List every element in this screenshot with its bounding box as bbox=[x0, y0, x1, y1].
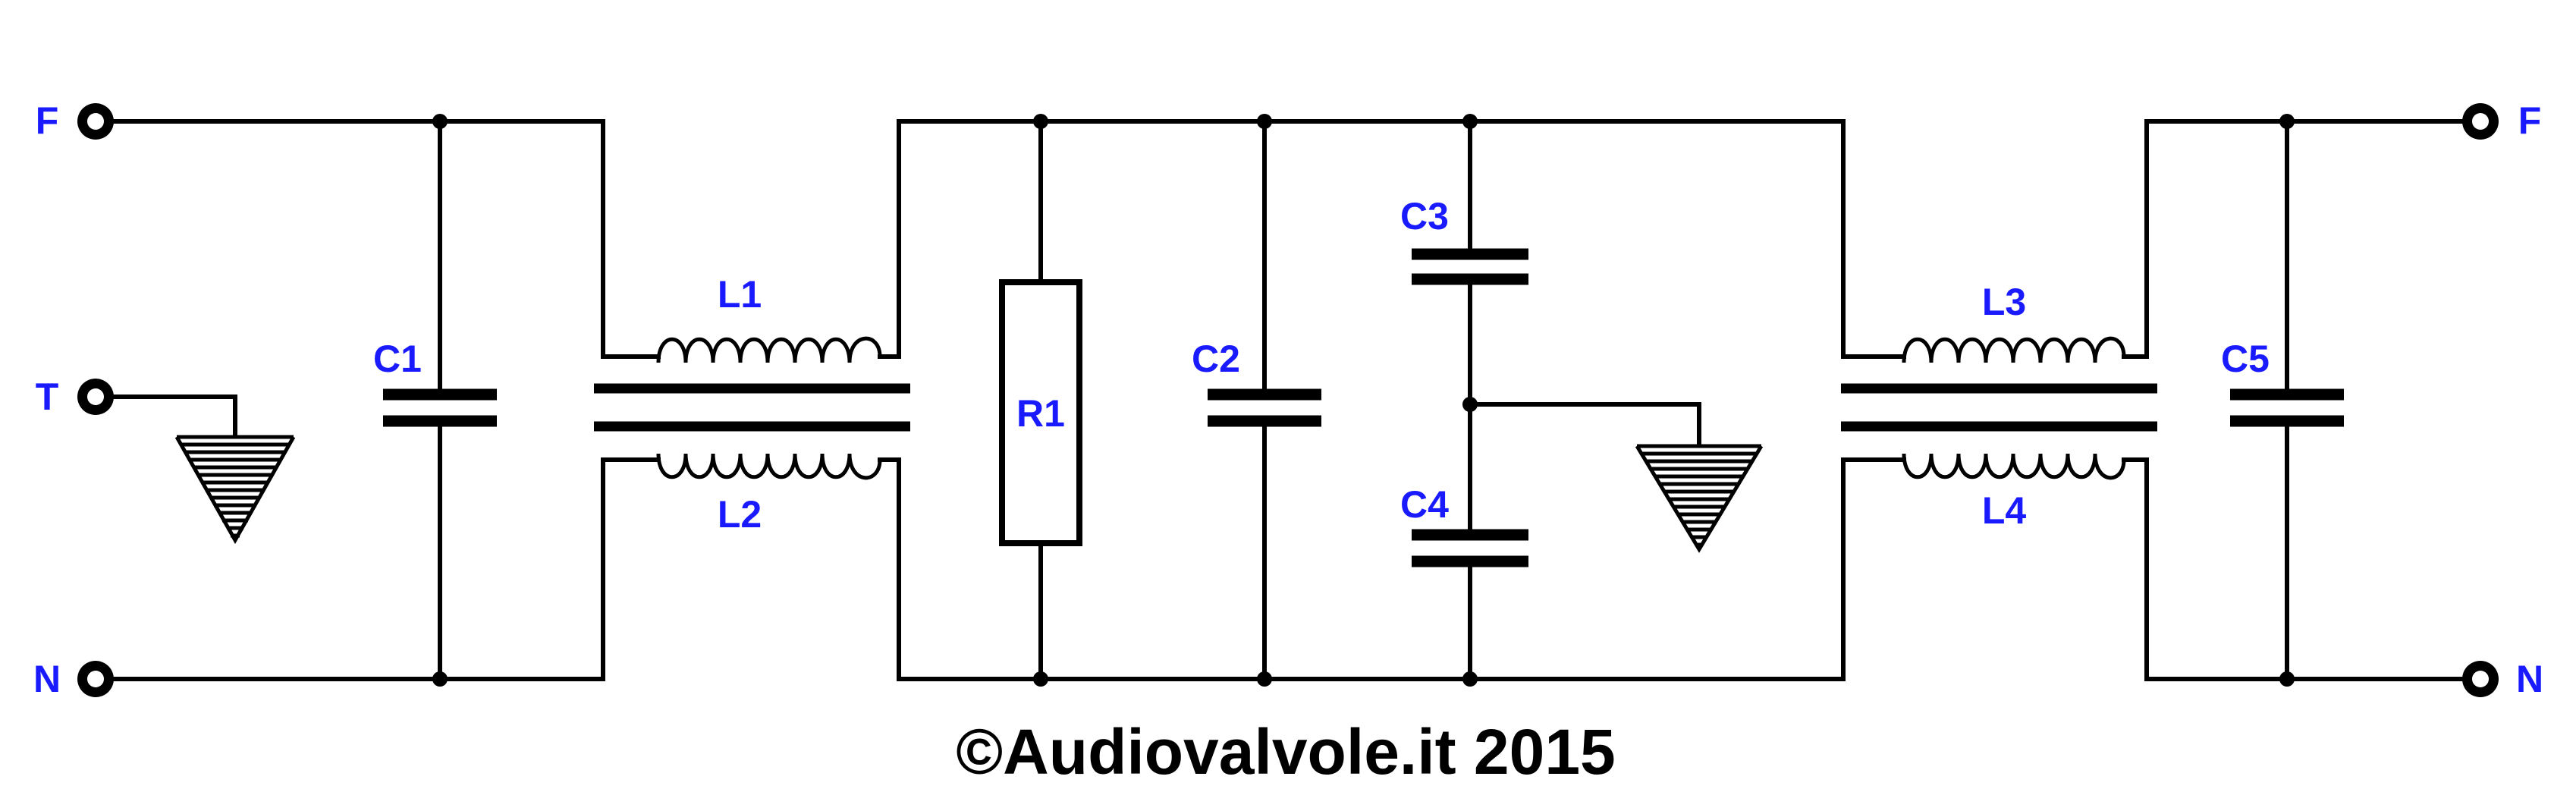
common-mode-choke-1 bbox=[594, 119, 910, 681]
junction-dot bbox=[2279, 671, 2295, 687]
labels: F T N F N C1 L1 L2 R1 C2 C3 C4 L3 L4 C5 bbox=[33, 99, 2543, 700]
terminal-right-n bbox=[2462, 661, 2499, 697]
terminal-label-right-n: N bbox=[2516, 658, 2543, 700]
choke-core-1 bbox=[594, 383, 910, 432]
inductor-l2 bbox=[656, 453, 882, 480]
junction-dot bbox=[1462, 671, 1478, 687]
junction-dot bbox=[432, 671, 448, 687]
wire-l4-leads bbox=[1841, 457, 2149, 681]
resistor-r1 bbox=[999, 279, 1082, 546]
label-l2: L2 bbox=[718, 493, 762, 536]
capacitor-c4 bbox=[1412, 529, 1528, 567]
junction-dot bbox=[1257, 114, 1272, 129]
label-c4: C4 bbox=[1400, 483, 1449, 526]
label-l4: L4 bbox=[1982, 489, 2027, 532]
label-l3: L3 bbox=[1982, 281, 2026, 323]
capacitor-c5 bbox=[2230, 388, 2344, 427]
junction-dot bbox=[432, 114, 448, 129]
ground-symbol-mid bbox=[1635, 444, 1764, 553]
inductor-l4 bbox=[1902, 453, 2126, 480]
label-c3: C3 bbox=[1400, 195, 1449, 237]
label-l1: L1 bbox=[718, 273, 762, 316]
wire-mid-ground bbox=[1468, 402, 1701, 448]
junction-dot bbox=[1033, 114, 1048, 129]
wire-left-t-ground bbox=[93, 394, 237, 439]
capacitor-c1 bbox=[383, 388, 497, 427]
junction-dot bbox=[1462, 114, 1478, 129]
left-input-section bbox=[93, 114, 628, 687]
junction-dot bbox=[1257, 671, 1272, 687]
label-c5: C5 bbox=[2221, 338, 2270, 380]
common-mode-choke-2 bbox=[1841, 119, 2157, 681]
wire-l3-leads bbox=[1841, 119, 2149, 359]
label-r1: R1 bbox=[1016, 392, 1065, 435]
junction-dot bbox=[1462, 397, 1478, 412]
terminal-label-left-t: T bbox=[36, 376, 59, 418]
label-c2: C2 bbox=[1192, 338, 1240, 380]
junction-dot bbox=[1033, 671, 1048, 687]
terminal-label-left-f: F bbox=[36, 99, 59, 142]
copyright-text: ©Audiovalvole.it 2015 bbox=[956, 716, 1616, 787]
wire-left-n-bottom bbox=[93, 457, 628, 681]
terminal-label-left-n: N bbox=[33, 658, 61, 700]
ground-symbol-left bbox=[174, 435, 296, 545]
wire-l1-leads bbox=[624, 119, 901, 359]
choke-core-2 bbox=[1841, 383, 2157, 432]
wire-l2-leads bbox=[624, 457, 901, 681]
capacitor-c3 bbox=[1412, 248, 1528, 285]
terminal-right-f bbox=[2462, 103, 2499, 140]
terminal-left-t bbox=[77, 379, 114, 415]
junction-dot bbox=[2279, 114, 2295, 129]
terminal-left-n bbox=[77, 661, 114, 697]
terminal-left-f bbox=[77, 103, 114, 140]
inductor-l1 bbox=[656, 336, 882, 363]
middle-section bbox=[897, 114, 1846, 687]
wire-left-f-top bbox=[93, 119, 628, 359]
terminal-label-right-f: F bbox=[2518, 99, 2542, 142]
capacitor-c2 bbox=[1208, 388, 1321, 427]
inductor-l3 bbox=[1902, 336, 2126, 363]
right-output-section bbox=[2144, 114, 2483, 687]
label-c1: C1 bbox=[373, 338, 422, 380]
